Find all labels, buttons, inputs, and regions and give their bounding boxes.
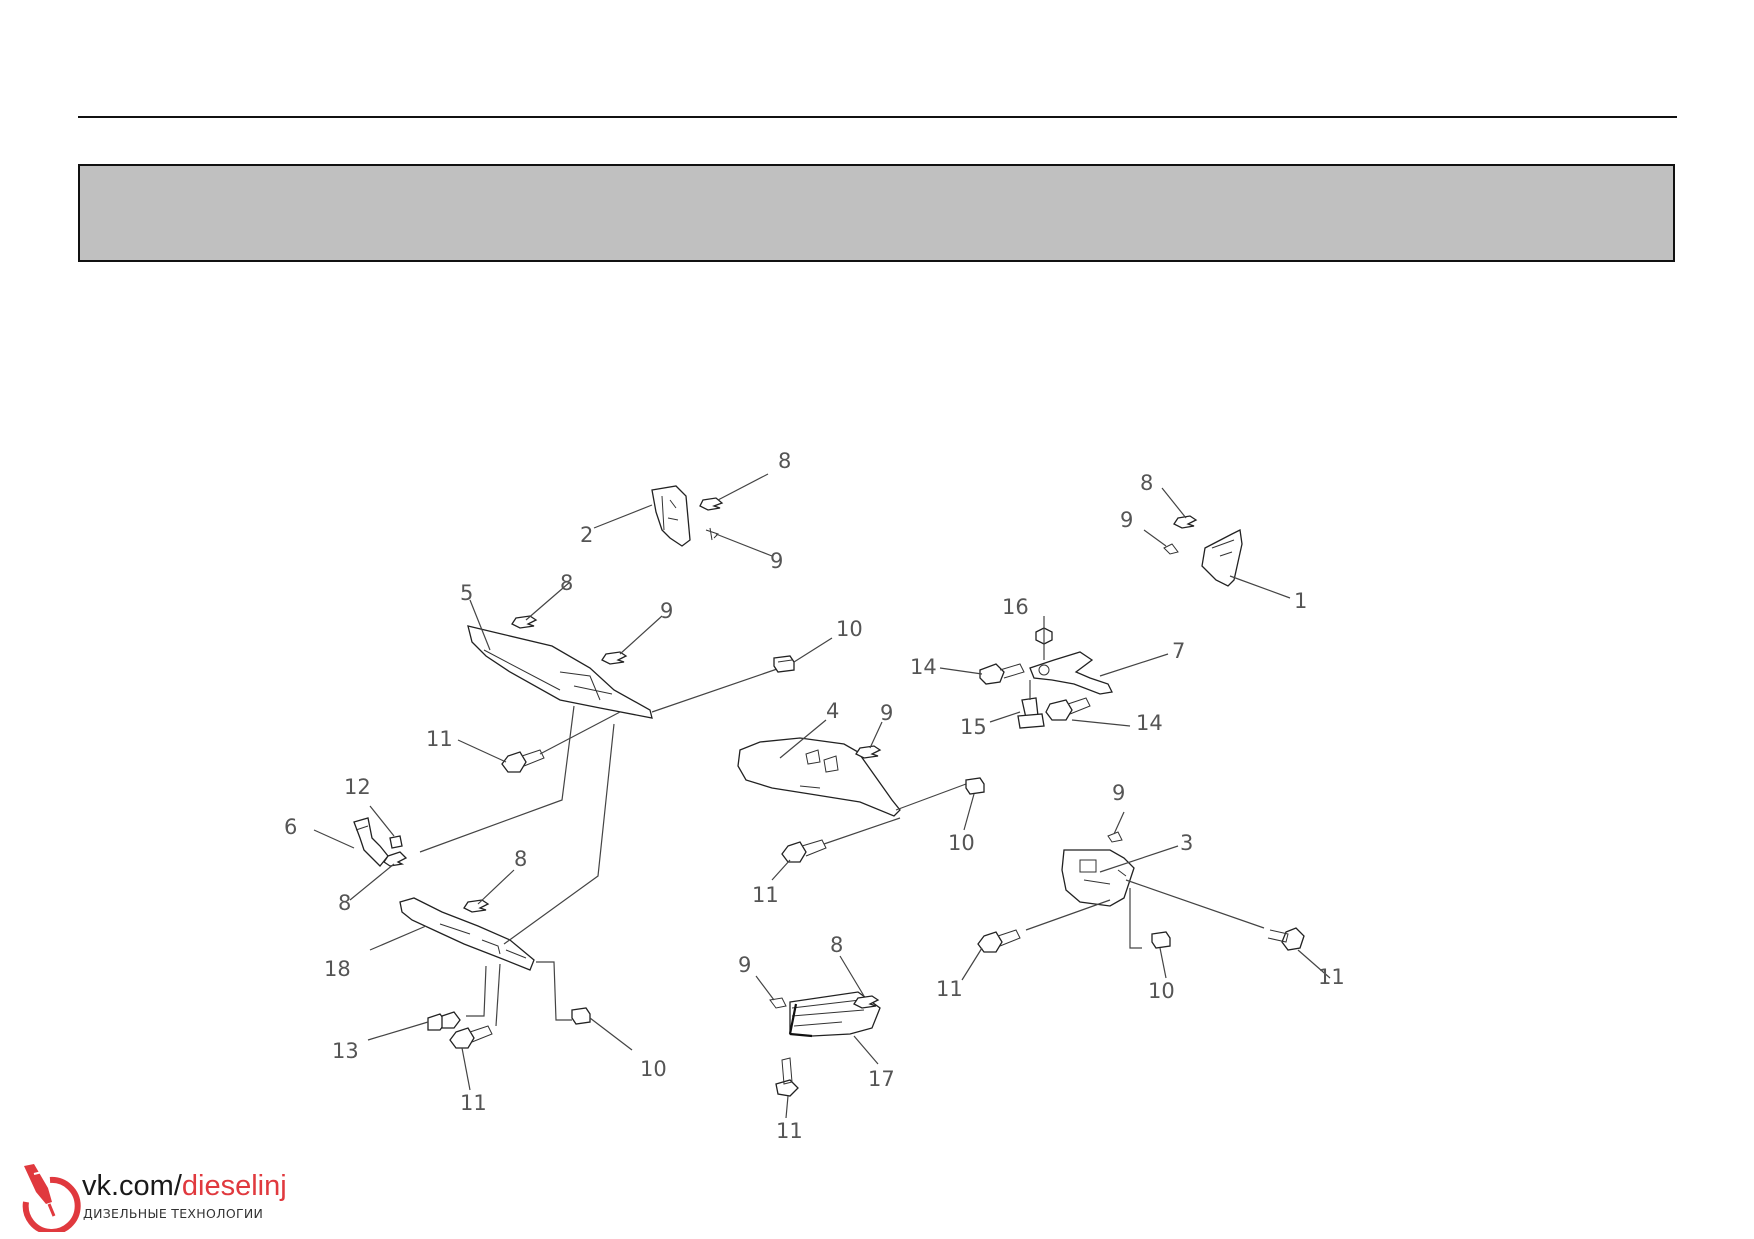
callout-9-mid: 9 [880,701,893,725]
watermark-url-accent: dieselinj [181,1170,287,1202]
callout-8-left: 8 [560,571,573,595]
callout-1: 1 [1294,589,1307,613]
callout-10-d: 10 [640,1057,667,1081]
part-1-cover [1201,529,1243,587]
part-11-bolt-a [501,749,545,773]
callout-10-b: 10 [948,831,975,855]
part-9-clip-left [601,651,628,665]
callout-11-b: 11 [752,883,779,907]
callout-8-top: 8 [778,449,791,473]
callout-17: 17 [868,1067,895,1091]
part-9-clip-r2 [1107,831,1123,843]
part-8-clip-top [699,497,724,511]
callout-11-a: 11 [426,727,453,751]
part-5-panel [467,625,653,719]
part-10-block-a [773,655,795,673]
callout-9-left: 9 [660,599,673,623]
part-4-cover [737,737,901,817]
part-9-clip-top [705,527,719,541]
part-8-clip-right [1173,515,1198,529]
callout-10-a: 10 [836,617,863,641]
part-11-bolt-d [1267,927,1305,951]
part-13-fastener [427,1011,461,1031]
callout-14-b: 14 [1136,711,1163,735]
callout-15: 15 [960,715,987,739]
part-3-housing [1061,849,1135,907]
part-11-bolt-c [977,929,1021,953]
header-band [78,164,1675,262]
callout-8-lower: 8 [514,847,527,871]
part-15-bolt [1017,697,1045,729]
watermark-url-prefix: vk.com/ [82,1170,182,1202]
callout-4: 4 [826,699,839,723]
callout-3: 3 [1180,831,1193,855]
part-6-bracket [353,817,389,867]
callout-11-e: 11 [460,1091,487,1115]
part-2-bracket [651,485,691,547]
callout-11-f: 11 [776,1119,803,1143]
callout-8-low: 8 [338,891,351,915]
part-9-clip-mid [855,745,882,759]
callout-12: 12 [344,775,371,799]
watermark[interactable]: vk.com/dieselinj ДИЗЕЛЬНЫЕ ТЕХНОЛОГИИ [20,1164,320,1236]
callout-13: 13 [332,1039,359,1063]
part-11-bolt-f [775,1057,799,1097]
part-8-clip-lower [463,899,490,913]
callout-14-a: 14 [910,655,937,679]
part-7-link [1029,651,1113,695]
part-11-bolt-b [781,839,827,863]
part-8-clip-bot [853,995,880,1009]
callout-11-d: 11 [1318,965,1345,989]
callout-9-right: 9 [1120,508,1133,532]
part-10-block-b [965,777,985,795]
part-14-bolt-b [1045,697,1091,721]
part-11-bolt-e [449,1025,493,1049]
part-9-clip-right [1163,543,1179,555]
part-10-block-c [1151,931,1171,949]
callout-16: 16 [1002,595,1029,619]
part-12-clip [389,835,403,849]
callout-8-bot: 8 [830,933,843,957]
callout-18: 18 [324,957,351,981]
callout-9-bot: 9 [738,953,751,977]
top-rule [78,116,1677,118]
watermark-url[interactable]: vk.com/dieselinj [82,1170,287,1203]
callout-2: 2 [580,523,593,547]
part-18-bracket [399,897,535,971]
callout-9-r2: 9 [1112,781,1125,805]
callout-11-c: 11 [936,977,963,1001]
callout-9-top: 9 [770,549,783,573]
part-10-block-d [571,1007,591,1025]
injector-logo-icon [22,1164,81,1232]
callout-10-c: 10 [1148,979,1175,1003]
callout-6: 6 [284,815,297,839]
callout-7: 7 [1172,639,1185,663]
watermark-tagline: ДИЗЕЛЬНЫЕ ТЕХНОЛОГИИ [83,1206,264,1221]
part-8-clip-low [383,851,408,867]
part-14-bolt-a [979,663,1025,685]
callout-5: 5 [460,581,473,605]
callout-8-right: 8 [1140,471,1153,495]
part-8-clip-left [511,615,538,629]
part-9-clip-bot [769,997,787,1009]
